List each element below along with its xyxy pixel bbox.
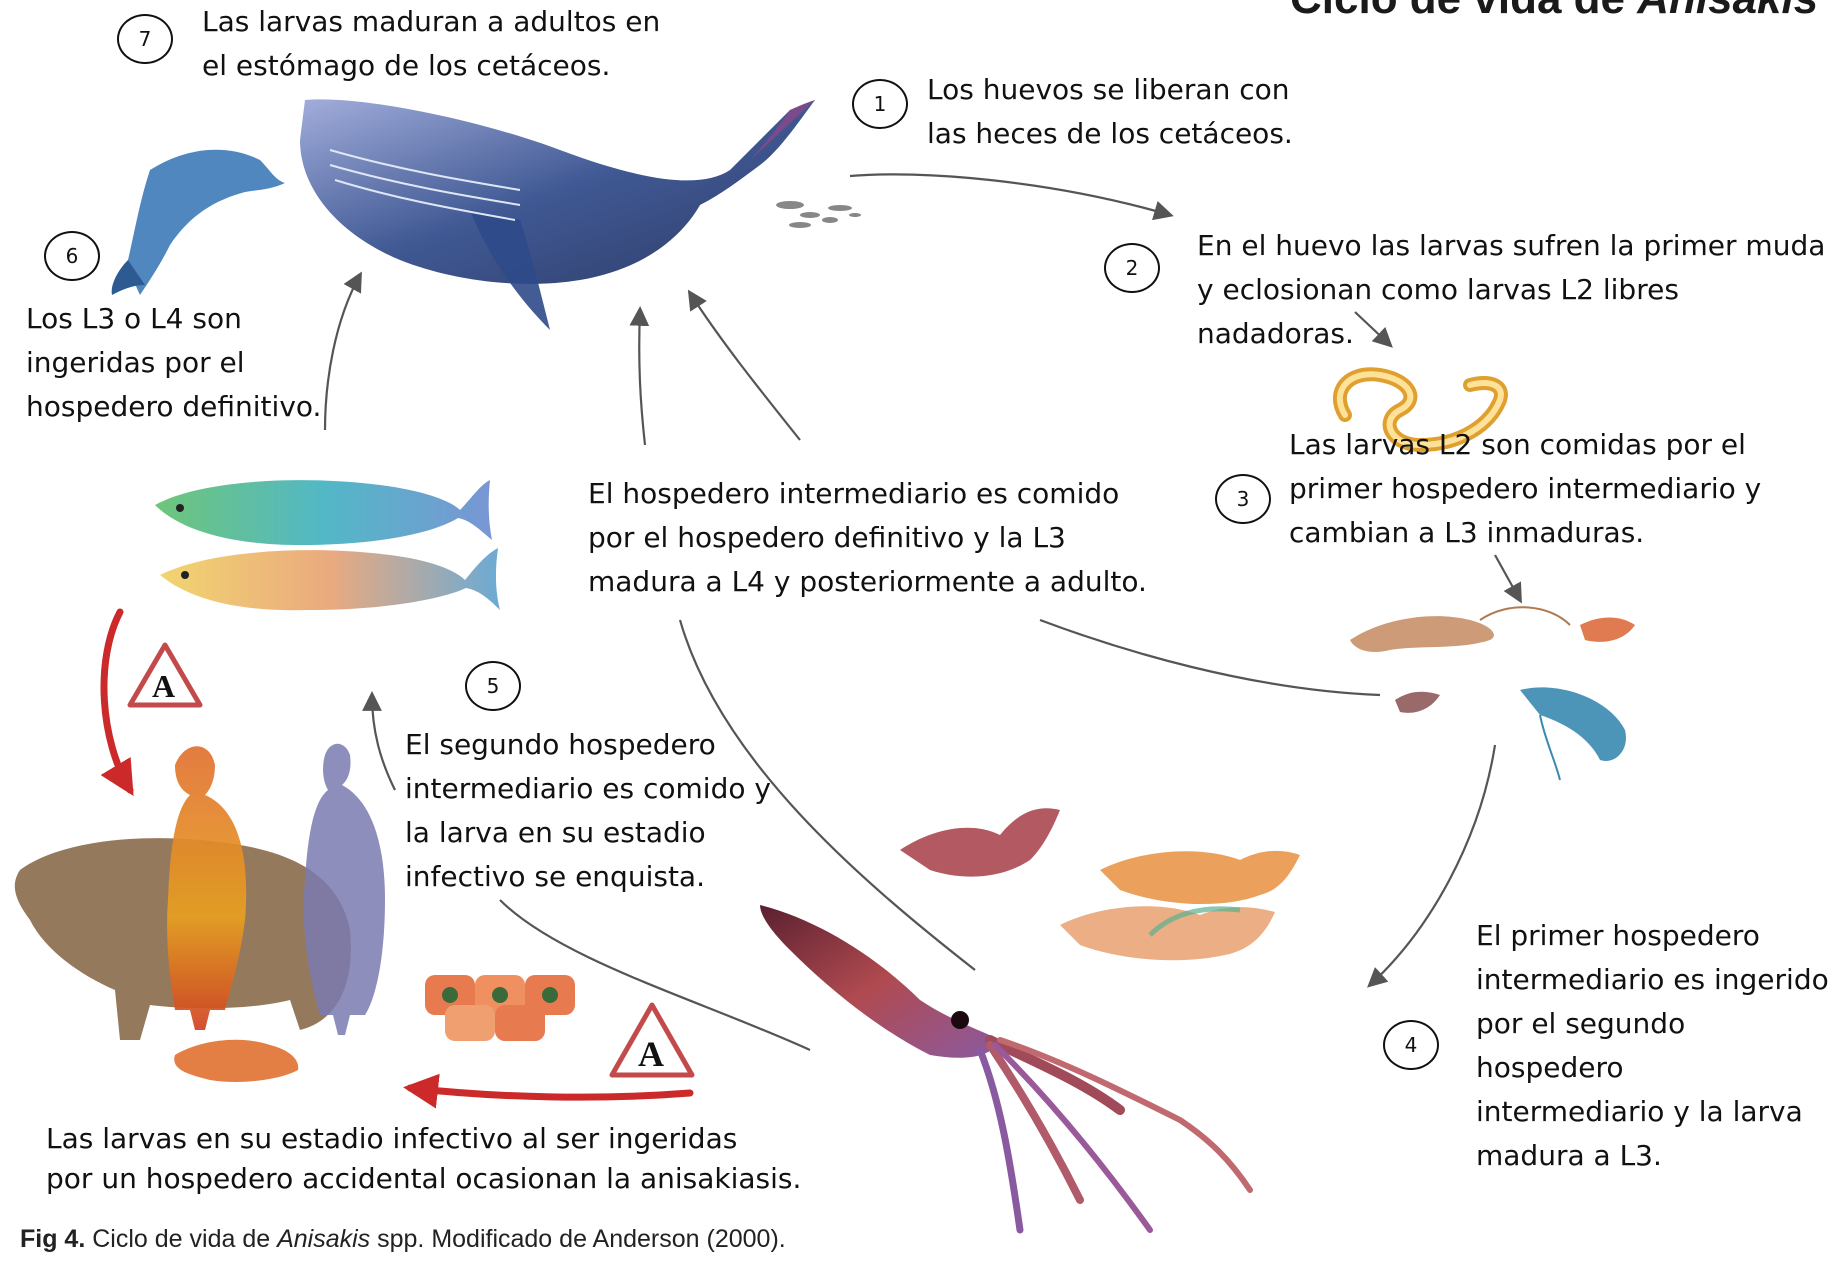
caption-label: Fig 4. (20, 1225, 85, 1253)
dolphin-illustration (112, 150, 285, 295)
warning-letter-bottom: A (638, 1033, 664, 1075)
step-text-6: Los L3 o L4 son ingeridas por el hospede… (26, 297, 321, 429)
center-text: El hospedero intermediario es comido por… (588, 472, 1147, 604)
small-fishes-illustration (900, 808, 1300, 960)
step-badge-2: 2 (1104, 243, 1160, 293)
step-badge-6: 6 (44, 231, 100, 281)
fish-pair-illustration (155, 480, 500, 610)
arrow-fish-to-whale (325, 275, 360, 430)
sushi-illustration (425, 975, 575, 1041)
feces-illustration (776, 201, 861, 228)
step-text-1: Los huevos se liberan con las heces de l… (927, 68, 1293, 156)
arrow-5-to-fish (372, 695, 395, 790)
warning-letter-left: A (152, 668, 175, 705)
red-arrow-sushi-to-people (410, 1088, 690, 1097)
figure-caption: Fig 4. Ciclo de vida de Anisakis spp. Mo… (20, 1225, 786, 1254)
step-badge-3: 3 (1215, 474, 1271, 524)
arrow-center-to-whale-b (690, 293, 800, 440)
step-text-5: El segundo hospedero intermediario es co… (405, 723, 771, 899)
step-badge-1: 1 (852, 79, 908, 129)
step-text-4: El primer hospedero intermediario es ing… (1476, 914, 1839, 1178)
arrow-3-to-crustacean (1495, 555, 1520, 600)
arrow-center-to-whale-a (639, 310, 645, 445)
caption-genus: Anisakis (277, 1225, 370, 1253)
caption-post: spp. Modificado de Anderson (2000). (370, 1225, 786, 1253)
arrow-1-to-2 (850, 174, 1170, 215)
caption-pre: Ciclo de vida de (85, 1225, 277, 1253)
arrow-crustacean-to-center (1040, 620, 1380, 695)
step-text-2: En el huevo las larvas sufren la primer … (1197, 224, 1839, 356)
step-text-3: Las larvas L2 son comidas por el primer … (1289, 423, 1761, 555)
step-text-7: Las larvas maduran a adultos en el estóm… (202, 0, 660, 88)
whale-illustration (300, 99, 815, 330)
step-badge-5: 5 (465, 661, 521, 711)
red-arrow-fish-to-people (104, 612, 130, 790)
step-badge-4: 4 (1383, 1020, 1439, 1070)
step-badge-7: 7 (117, 14, 173, 64)
accidental-host-text: Las larvas en su estadio infectivo al se… (46, 1119, 801, 1199)
